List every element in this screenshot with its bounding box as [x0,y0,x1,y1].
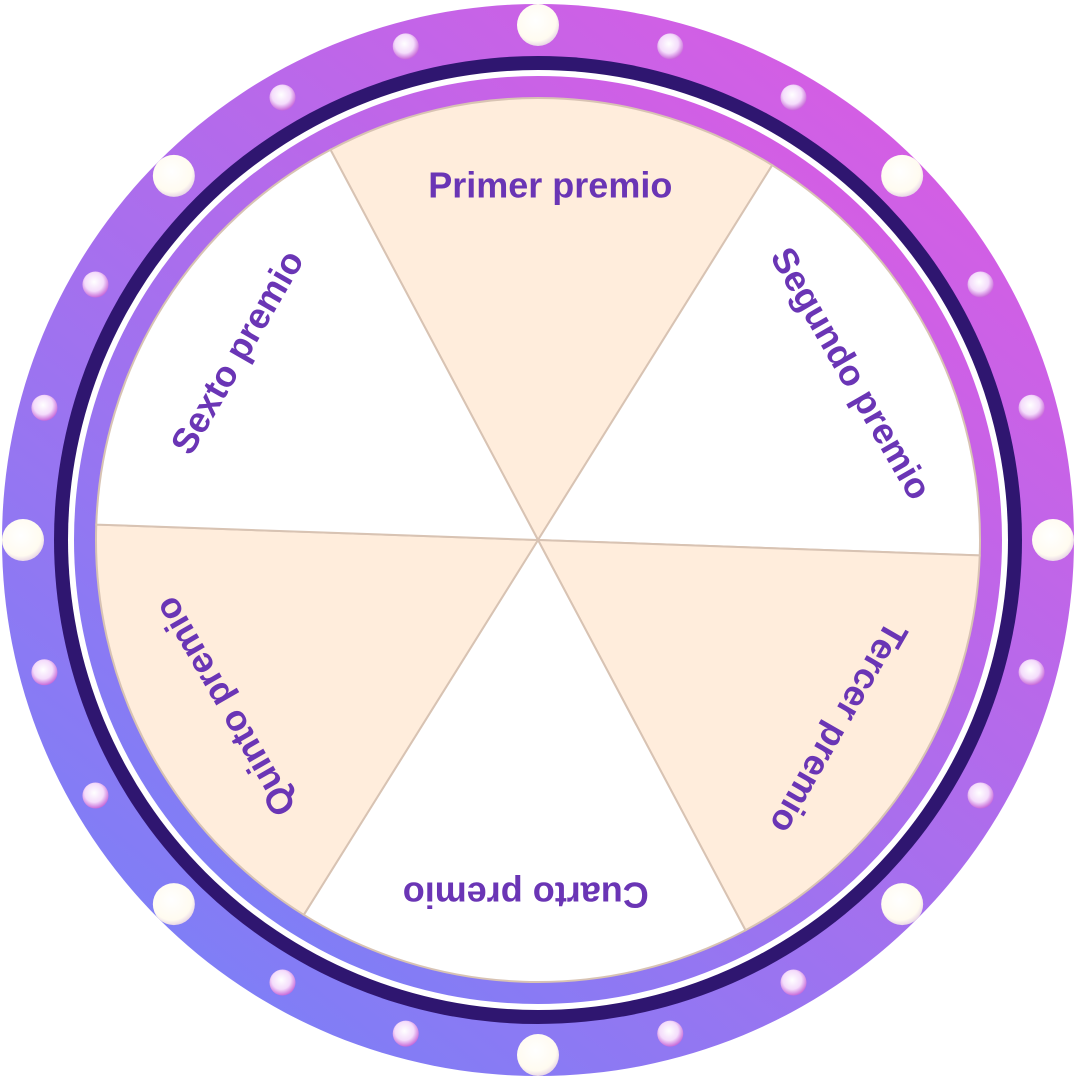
large-light-bulb-icon [517,4,559,46]
small-light-bulb-icon [1018,659,1045,686]
small-light-bulb-icon [657,1020,684,1047]
small-light-bulb-icon [82,271,109,298]
small-light-bulb-icon [392,33,419,60]
small-light-bulb-icon [780,969,807,996]
large-light-bulb-icon [2,519,44,561]
large-light-bulb-icon [881,883,924,926]
wheel-segment [95,523,540,917]
segment-label: Primer premio [428,165,672,206]
wheel-segment [536,538,981,932]
small-light-bulb-icon [269,969,296,996]
small-light-bulb-icon [31,394,58,421]
small-light-bulb-icon [657,33,684,60]
large-light-bulb-icon [152,883,195,926]
small-light-bulb-icon [967,271,994,298]
small-light-bulb-icon [780,84,807,111]
wheel-segment [302,538,747,983]
small-light-bulb-icon [967,782,994,809]
large-light-bulb-icon [517,1034,559,1076]
small-light-bulb-icon [82,782,109,809]
segment-label: Cuarto premio [403,874,649,915]
small-light-bulb-icon [392,1020,419,1047]
small-light-bulb-icon [31,659,58,686]
large-light-bulb-icon [1032,519,1074,561]
wheel-segment [95,148,540,542]
wheel-segment [536,163,981,557]
wheel-segment [329,97,774,542]
small-light-bulb-icon [1018,394,1045,421]
small-light-bulb-icon [269,84,296,111]
large-light-bulb-icon [881,154,924,197]
lights [2,4,1074,1076]
large-light-bulb-icon [152,154,195,197]
